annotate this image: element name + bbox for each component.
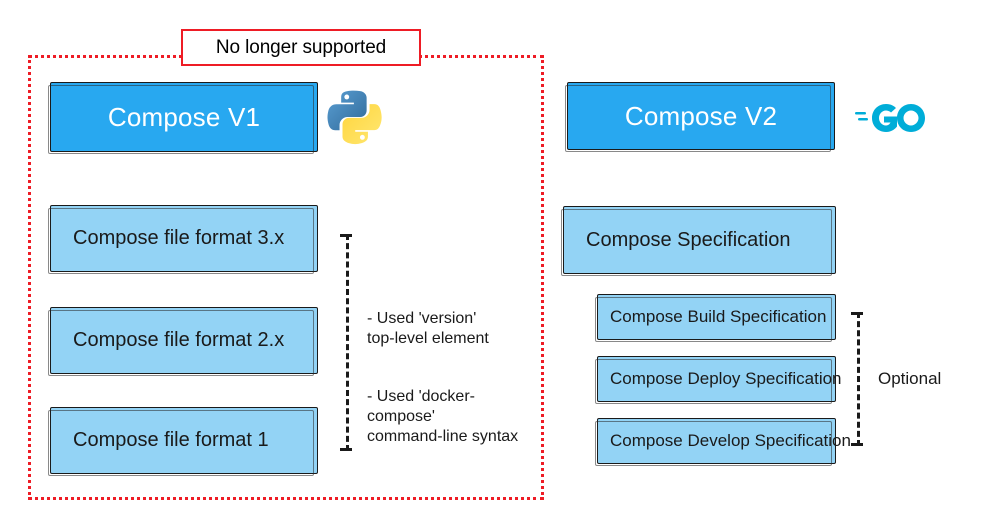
node-compose-develop-specification-label: Compose Develop Specification: [610, 431, 851, 450]
node-compose-file-format-3x[interactable]: Compose file format 3.x: [48, 205, 318, 274]
node-compose-file-format-2x[interactable]: Compose file format 2.x: [48, 307, 318, 376]
annotation-optional: Optional: [878, 369, 942, 388]
bracket-tick-bottom: [340, 448, 352, 451]
node-compose-deploy-specification-label: Compose Deploy Specification: [610, 369, 842, 388]
node-compose-v1-label: Compose V1: [107, 101, 261, 132]
annotation-v1-note-2: - Used 'docker-compose' command-line syn…: [367, 388, 519, 445]
bracket-v1-formats: [340, 234, 358, 451]
node-compose-develop-specification[interactable]: Compose Develop Specification: [595, 418, 851, 466]
bracket-optional-specs: [851, 312, 869, 446]
node-compose-build-specification[interactable]: Compose Build Specification: [595, 294, 836, 342]
node-compose-deploy-specification[interactable]: Compose Deploy Specification: [595, 356, 842, 404]
node-compose-specification-label: Compose Specification: [586, 228, 791, 251]
node-compose-build-specification-label: Compose Build Specification: [610, 307, 827, 326]
node-compose-specification[interactable]: Compose Specification: [561, 206, 836, 276]
node-compose-v1[interactable]: Compose V1: [48, 82, 318, 154]
node-compose-v2-label: Compose V2: [624, 100, 778, 131]
node-compose-file-format-1[interactable]: Compose file format 1: [48, 407, 318, 476]
deprecated-label: No longer supported: [181, 29, 421, 66]
node-compose-file-format-3x-label: Compose file format 3.x: [73, 227, 285, 249]
node-compose-file-format-2x-label: Compose file format 2.x: [73, 329, 285, 351]
bracket-tick-bottom: [851, 443, 863, 446]
bracket-stem: [857, 312, 860, 446]
bracket-stem: [346, 234, 349, 451]
node-compose-file-format-1-label: Compose file format 1: [73, 429, 269, 451]
annotation-v1-notes: - Used 'version' top-level element - Use…: [367, 289, 542, 467]
python-logo-icon: [326, 87, 382, 147]
node-compose-v2[interactable]: Compose V2: [565, 82, 835, 152]
annotation-v1-note-1: - Used 'version' top-level element: [367, 310, 489, 347]
go-logo-icon: [855, 98, 930, 138]
